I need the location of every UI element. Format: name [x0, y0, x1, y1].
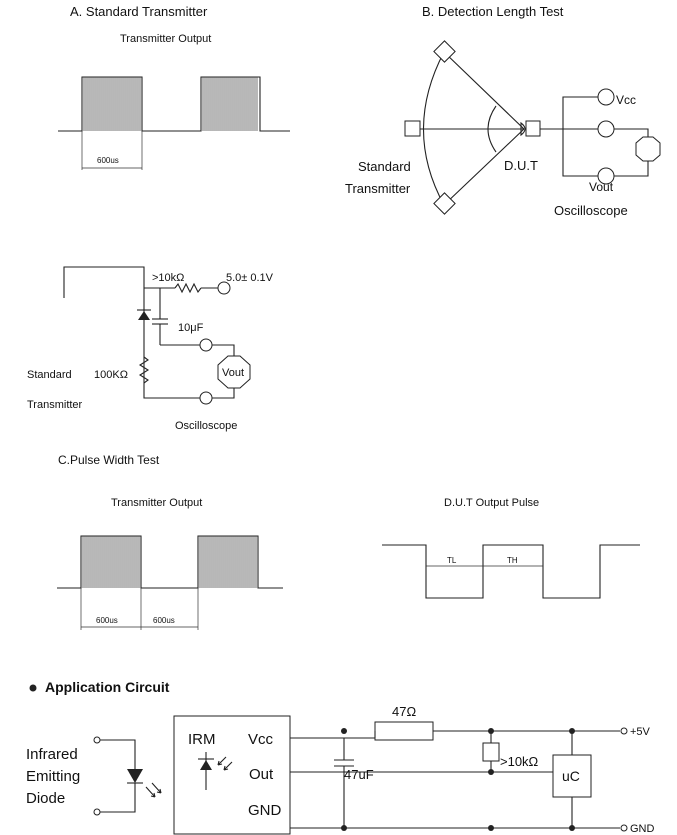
irm-label: IRM	[188, 731, 216, 748]
plus5v-terminal	[620, 727, 628, 735]
application-title: Application Circuit	[45, 679, 170, 695]
emitter-terminal-bottom	[93, 808, 101, 816]
circuit-vout-label: Vout	[222, 367, 244, 379]
resistor-10k	[174, 282, 202, 294]
circuit-transmitter-label: Transmitter	[27, 399, 83, 411]
oscilloscope-probe	[635, 136, 661, 162]
dut-output-pulse	[382, 544, 640, 599]
section-a-output-label: Transmitter Output	[120, 33, 211, 45]
oscilloscope-label: Oscilloscope	[554, 203, 628, 218]
section-a-title: A. Standard Transmitter	[70, 4, 208, 19]
section-c-dim2: 600us	[153, 616, 175, 625]
section-c-waveform	[57, 535, 283, 630]
return-terminal	[199, 391, 213, 405]
circuit-standard-label: Standard	[27, 369, 72, 381]
cap47-label: 47uF	[344, 767, 374, 782]
led-symbol	[127, 769, 143, 783]
resistor-47	[374, 721, 434, 741]
vcc-label: Vcc	[616, 93, 636, 107]
diamond-marker-bottom	[433, 192, 456, 215]
section-c-output-label: Transmitter Output	[111, 497, 202, 509]
irm-vcc-label: Vcc	[248, 731, 274, 748]
irm-gnd-label: GND	[248, 802, 282, 819]
plus5v-label: +5V	[630, 726, 651, 738]
section-b-title: B. Detection Length Test	[422, 4, 564, 19]
section-c-dim1: 600us	[96, 616, 118, 625]
standard-transmitter-box	[404, 120, 421, 137]
diode-symbol	[138, 311, 150, 320]
vout-meter	[217, 355, 251, 389]
gnd-rail-label: GND	[630, 823, 655, 835]
output-terminal	[199, 338, 213, 352]
cap-label: 10μF	[178, 322, 204, 334]
detection-length-diagram	[404, 40, 661, 215]
transmitter-label: Transmitter	[345, 181, 411, 196]
transmitter-circuit	[63, 266, 251, 405]
emitter-label-3: Diode	[26, 790, 65, 807]
supply-terminal	[217, 281, 231, 295]
ground-terminal	[597, 120, 615, 138]
gnd-terminal	[620, 824, 628, 832]
tl-label: TL	[447, 556, 457, 565]
dut-label: D.U.T	[504, 158, 538, 173]
section-c-title: C.Pulse Width Test	[58, 453, 160, 467]
vout-label: Vout	[589, 180, 614, 194]
irm-box	[173, 715, 291, 835]
resistor-label: >10kΩ	[152, 272, 184, 284]
application-circuit	[93, 715, 628, 835]
diamond-marker-top	[433, 40, 456, 63]
uc-label: uC	[562, 768, 580, 784]
resistor-100k	[138, 356, 150, 384]
pullup-resistor	[482, 742, 500, 762]
th-label: TH	[507, 556, 518, 565]
r47-label: 47Ω	[392, 704, 416, 719]
standard-label: Standard	[358, 159, 411, 174]
circuit-oscilloscope-label: Oscilloscope	[175, 420, 237, 432]
section-a-dim-label: 600us	[97, 156, 119, 165]
bullet-icon	[29, 684, 37, 692]
vcc-terminal	[597, 88, 615, 106]
emitter-terminal-top	[93, 736, 101, 744]
emitter-label-2: Emitting	[26, 768, 80, 785]
emitter-label-1: Infrared	[26, 746, 78, 763]
irm-out-label: Out	[249, 766, 274, 783]
section-a-waveform	[58, 76, 290, 170]
dut-box	[525, 120, 541, 137]
uc-box	[552, 754, 592, 798]
pullup-label: >10kΩ	[500, 754, 539, 769]
circuit-r-label: 100KΩ	[94, 369, 128, 381]
voltage-label: 5.0± 0.1V	[226, 272, 274, 284]
dut-output-label: D.U.T Output Pulse	[444, 497, 539, 509]
